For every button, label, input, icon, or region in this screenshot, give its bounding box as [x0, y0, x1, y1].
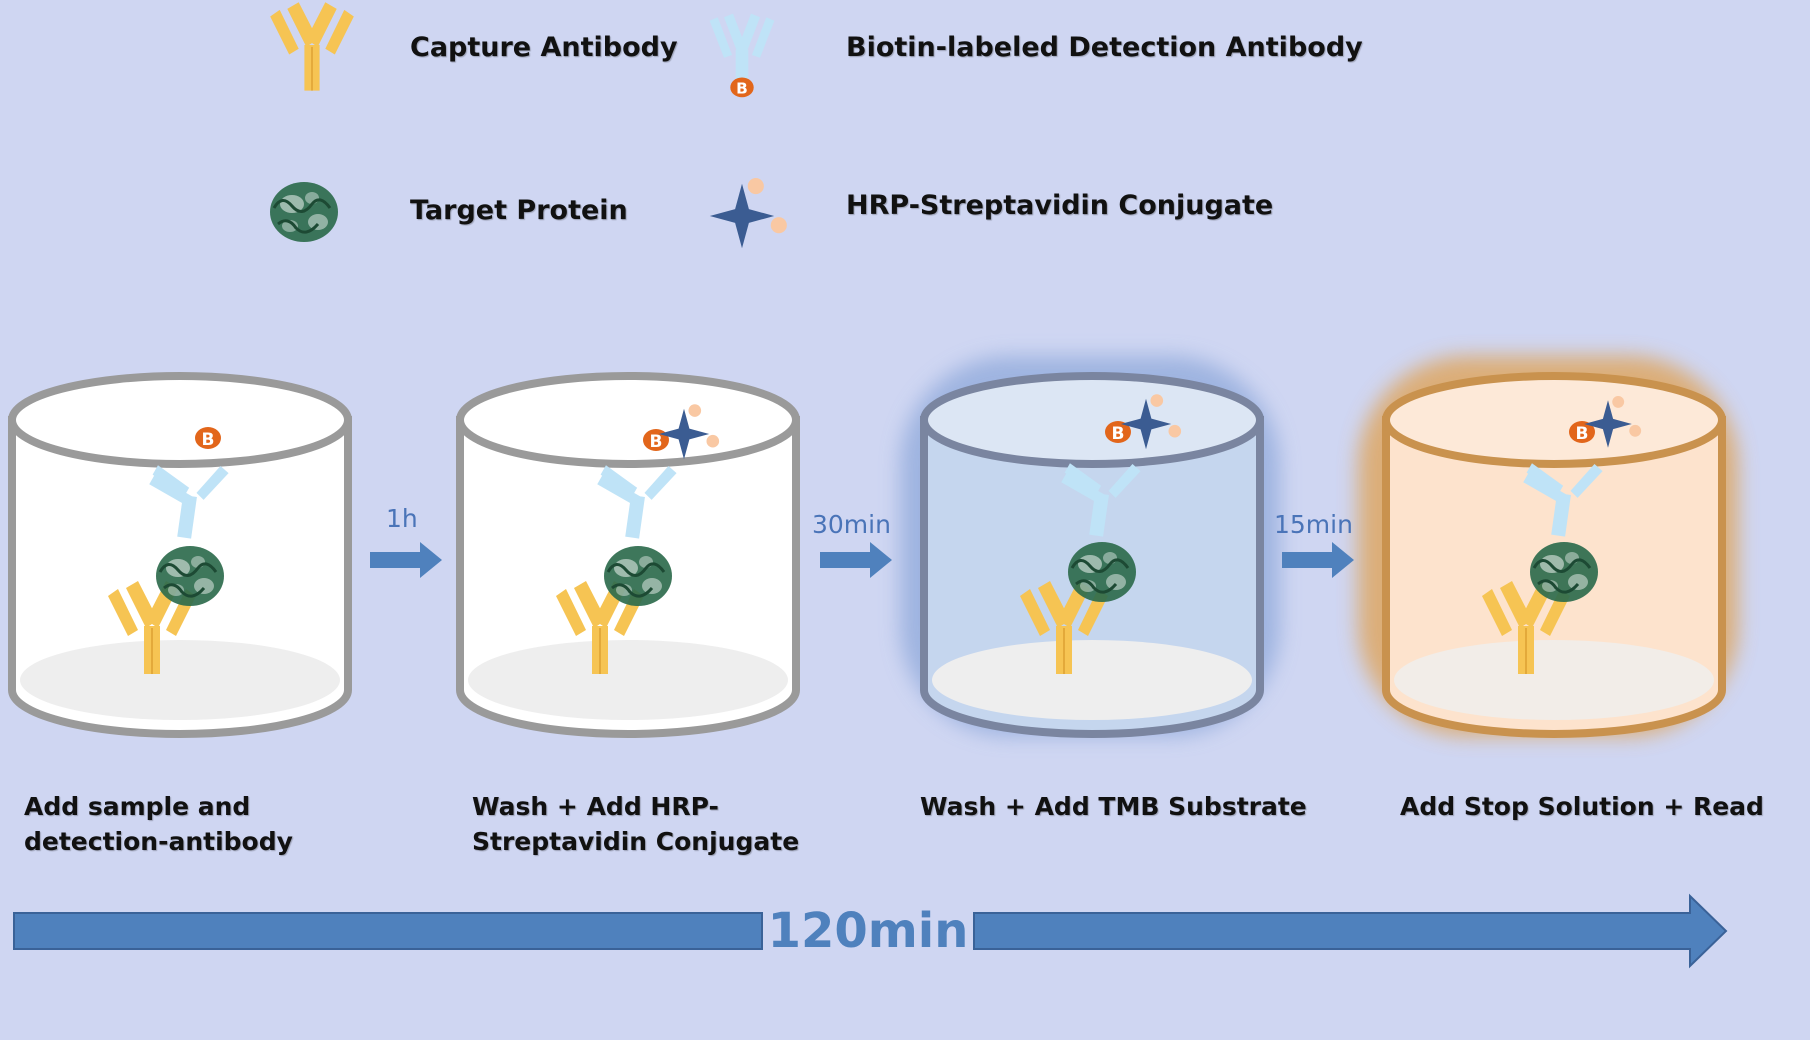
interval-3-label: 15min: [1274, 510, 1353, 539]
interval-3: 15min: [1274, 510, 1354, 578]
hrp-conjugate-legend-label: HRP-Streptavidin Conjugate: [846, 190, 1273, 221]
total-arrow-shaft-left: [13, 912, 763, 950]
legend: Capture Antibody Biotin-labeled Detectio…: [268, 1, 1363, 249]
total-time-label: 120min: [768, 903, 969, 959]
target-protein-legend-label: Target Protein: [410, 195, 628, 226]
step-labels: Add sample and detection-antibody Wash +…: [24, 792, 1764, 856]
interval-2-label: 30min: [812, 510, 891, 539]
interval-1: 1h: [370, 504, 442, 578]
step-2-label-line2: Streptavidin Conjugate: [472, 827, 799, 856]
well-2: [456, 372, 800, 738]
capture-antibody-legend-icon: [269, 1, 355, 92]
interval-1-arrow: [370, 542, 442, 578]
step-3-label-line1: Wash + Add TMB Substrate: [920, 792, 1307, 821]
detection-antibody-legend-icon: [709, 13, 775, 98]
interval-2: 30min: [812, 510, 892, 578]
well-1: [8, 372, 352, 738]
detection-antibody-legend-label: Biotin-labeled Detection Antibody: [846, 32, 1363, 63]
step-1-label-line2: detection-antibody: [24, 827, 293, 856]
step-4-label-line1: Add Stop Solution + Read: [1400, 792, 1764, 821]
interval-3-arrow: [1282, 542, 1354, 578]
target-protein-legend-icon: [268, 180, 340, 244]
hrp-conjugate-legend-icon: [709, 178, 787, 249]
capture-antibody-legend-label: Capture Antibody: [410, 32, 678, 63]
step-1-label-line1: Add sample and: [24, 792, 250, 821]
interval-1-label: 1h: [386, 504, 418, 533]
well-4: [1358, 356, 1738, 738]
step-2-label-line1: Wash + Add HRP-: [472, 792, 719, 821]
total-arrow-shaft-right: [973, 893, 1728, 969]
total-time-arrow: 120min: [13, 893, 1728, 969]
well-3: [900, 356, 1280, 738]
interval-2-arrow: [820, 542, 892, 578]
